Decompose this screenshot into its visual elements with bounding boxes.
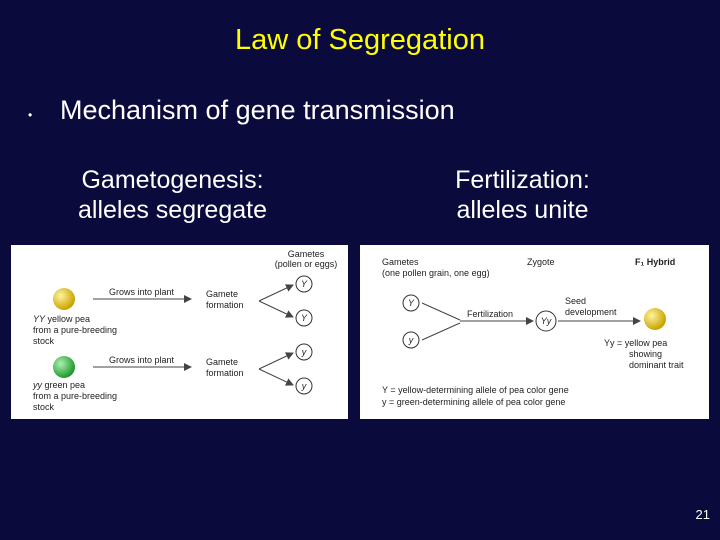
legend-line: y = green-determining allele of pea colo… [382, 397, 565, 407]
gametogenesis-svg: Gametes (pollen or eggs) YY yellow pea f… [32, 249, 338, 412]
bullet-text: Mechanism of gene transmission [60, 95, 455, 125]
yellow-pea-genotype-text: YY yellow pea [33, 314, 90, 324]
gamete-circle [295, 275, 313, 293]
gametes-sublabel: (one pollen grain, one egg) [382, 268, 490, 278]
green-pea-icon [53, 356, 75, 378]
fertilization-label: Fertilization [467, 309, 513, 319]
gamete-step-label: Gamete [206, 289, 238, 299]
converge-line [421, 322, 461, 341]
legend-line: Y = yellow-determining allele of pea col… [382, 385, 569, 395]
gamete-circle [295, 309, 313, 327]
gametogenesis-heading-line1: Gametogenesis: [81, 166, 264, 194]
gamete-allele: Y [408, 298, 415, 308]
gamete-allele: Y [301, 279, 308, 289]
fertilization-svg: Gametes (one pollen grain, one egg) Zygo… [382, 257, 684, 407]
gametes-label: Gametes [288, 249, 325, 259]
gamete-step-label-line2: formation [206, 300, 244, 310]
split-arrow-up [258, 284, 294, 302]
green-pea-genotype-text: yy green pea [32, 380, 85, 390]
yellow-pea-desc-line3: stock [33, 336, 55, 346]
gametogenesis-heading: Gametogenesis: alleles segregate [40, 165, 305, 225]
fertilization-heading-line1: Fertilization: [455, 166, 590, 194]
hybrid-desc: Yy = yellow pea [604, 338, 667, 348]
gametes-label: Gametes [382, 257, 419, 267]
fertilization-heading-line2: alleles unite [456, 196, 589, 224]
zygote-genotype: Yy [541, 316, 552, 326]
gametes-sublabel: (pollen or eggs) [275, 259, 338, 269]
gametogenesis-diagram: Gametes (pollen or eggs) YY yellow pea f… [11, 245, 348, 419]
split-arrow-down [258, 368, 294, 386]
gametogenesis-heading-line2: alleles segregate [77, 196, 267, 224]
gamete-allele: y [301, 381, 307, 391]
gamete-allele: y [408, 335, 414, 345]
gamete-circle [295, 343, 313, 361]
page-number: 21 [695, 507, 710, 522]
hybrid-desc-line3: dominant trait [629, 360, 684, 370]
split-arrow-down [258, 300, 294, 318]
gamete-allele: Y [301, 313, 308, 323]
green-pea-desc-line3: stock [33, 402, 55, 412]
seed-label: Seed [565, 296, 586, 306]
zygote-circle [535, 310, 557, 332]
gamete-step-label-line2: formation [206, 368, 244, 378]
hybrid-desc-line2: showing [629, 349, 662, 359]
green-pea-desc: green pea [45, 380, 86, 390]
bullet-dot: • [28, 108, 33, 122]
hybrid-pea-icon [644, 308, 666, 330]
gamete-circle [295, 377, 313, 395]
seed-label-line2: development [565, 307, 617, 317]
yellow-pea-desc-line2: from a pure-breeding [33, 325, 117, 335]
zygote-label: Zygote [527, 257, 555, 267]
gamete-circle [402, 294, 420, 312]
gamete-allele: y [301, 347, 307, 357]
gamete-step-label: Gamete [206, 357, 238, 367]
split-arrow-up [258, 352, 294, 370]
yellow-pea-genotype: YY [33, 314, 46, 324]
yellow-pea-desc: yellow pea [48, 314, 91, 324]
gamete-circle [402, 331, 420, 349]
yellow-pea-icon [53, 288, 75, 310]
converge-line [421, 302, 461, 321]
green-pea-genotype: yy [32, 380, 43, 390]
slide-title: Law of Segregation [235, 24, 485, 56]
green-pea-desc-line2: from a pure-breeding [33, 391, 117, 401]
hybrid-label: F₁ Hybrid [635, 257, 675, 267]
grows-label: Grows into plant [109, 287, 175, 297]
fertilization-diagram: Gametes (one pollen grain, one egg) Zygo… [360, 245, 709, 419]
grows-label: Grows into plant [109, 355, 175, 365]
fertilization-heading: Fertilization: alleles unite [405, 165, 640, 225]
